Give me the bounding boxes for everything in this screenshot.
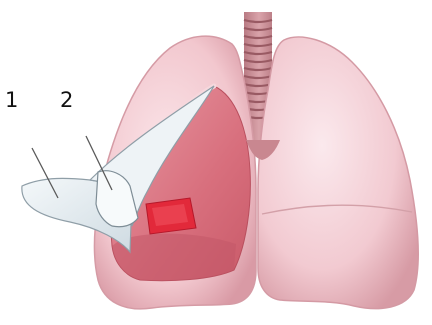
right-lung bbox=[258, 37, 418, 309]
callout-1-label: 1 bbox=[5, 90, 18, 111]
callout-2-label: 2 bbox=[60, 90, 73, 111]
